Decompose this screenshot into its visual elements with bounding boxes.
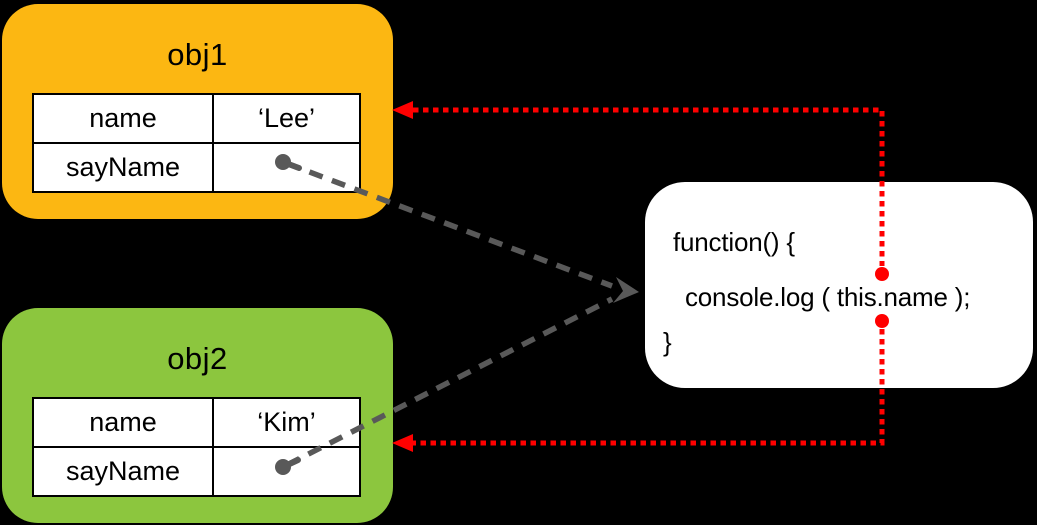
obj2-sayname-key-cell: sayName [32, 446, 214, 497]
obj1-name-value-cell: ‘Lee’ [212, 93, 361, 144]
this-reference-arrowhead-obj2-icon [392, 434, 413, 452]
obj1-box: obj1 name ‘Lee’ sayName [2, 4, 393, 219]
this-reference-arrowhead-obj1-icon [392, 101, 413, 119]
function-box: function() { console.log ( this.name ); … [645, 182, 1033, 388]
code-line-console-log: console.log ( this.name ); [685, 282, 971, 312]
table-row: sayName [32, 446, 361, 497]
obj1-title: obj1 [167, 37, 228, 72]
table-row: name ‘Lee’ [32, 93, 361, 144]
table-row: name ‘Kim’ [32, 397, 361, 448]
obj1-sayname-pointer-cell [212, 142, 361, 193]
obj2-title: obj2 [167, 341, 228, 376]
obj2-sayname-pointer-cell [212, 446, 361, 497]
obj2-name-value-cell: ‘Kim’ [212, 397, 361, 448]
table-row: sayName [32, 142, 361, 193]
obj2-box: obj2 name ‘Kim’ sayName [2, 308, 393, 523]
function-pointer-arrowhead-icon [613, 277, 639, 303]
code-line-close-brace: } [663, 327, 672, 357]
code-line-function-open: function() { [673, 227, 795, 257]
obj1-name-key-cell: name [32, 93, 214, 144]
obj1-property-table: name ‘Lee’ sayName [32, 93, 361, 193]
obj2-property-table: name ‘Kim’ sayName [32, 397, 361, 497]
obj2-name-key-cell: name [32, 397, 214, 448]
obj1-sayname-key-cell: sayName [32, 142, 214, 193]
